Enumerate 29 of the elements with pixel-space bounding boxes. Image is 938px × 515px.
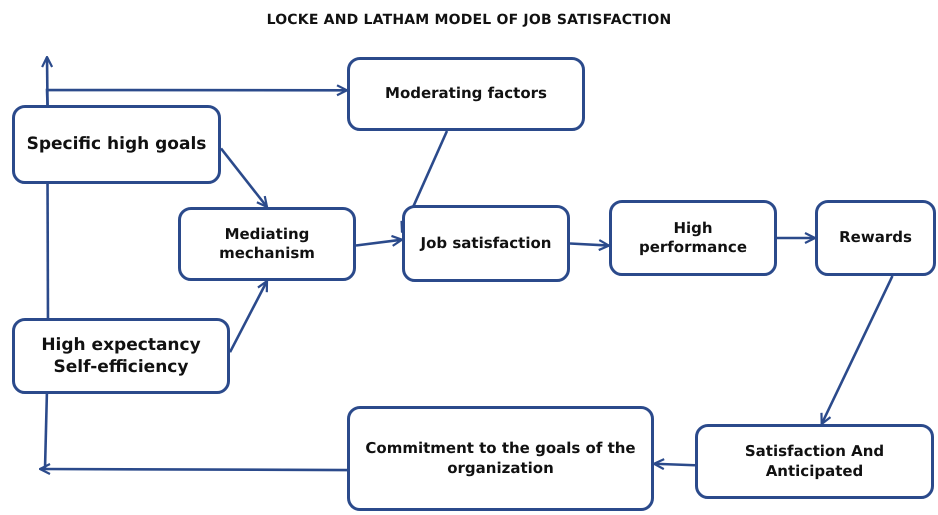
box-label: Moderating factors [385,84,547,104]
box-label: Satisfaction And Anticipated [744,442,886,481]
arrow [820,275,894,426]
arrow [652,458,696,470]
process-box [695,424,934,499]
arrow [356,234,404,247]
arrow [41,56,54,106]
process-box [12,105,221,184]
process-box [609,200,777,276]
process-box [815,200,936,276]
box-label: High performance [638,218,748,258]
arrow [777,232,816,244]
process-box [347,57,585,131]
process-box [12,318,230,394]
arrow [38,462,347,476]
process-box [402,205,570,282]
process-box [178,207,356,281]
diagram-title: LOCKE AND LATHAM MODEL OF JOB SATISFACTION [266,12,672,28]
arrow [46,84,348,106]
box-label: Rewards [839,228,912,248]
box-label: High expectancy Self-efficiency [40,334,202,378]
arrow [570,238,610,252]
box-label: Specific high goals [26,133,206,156]
process-box [347,406,654,511]
arrow [228,280,268,353]
arrow [220,148,268,208]
box-label: Job satisfaction [420,234,552,254]
box-label: Commitment to the goals of the organization [364,439,637,478]
box-label: Mediating mechanism [218,224,316,264]
